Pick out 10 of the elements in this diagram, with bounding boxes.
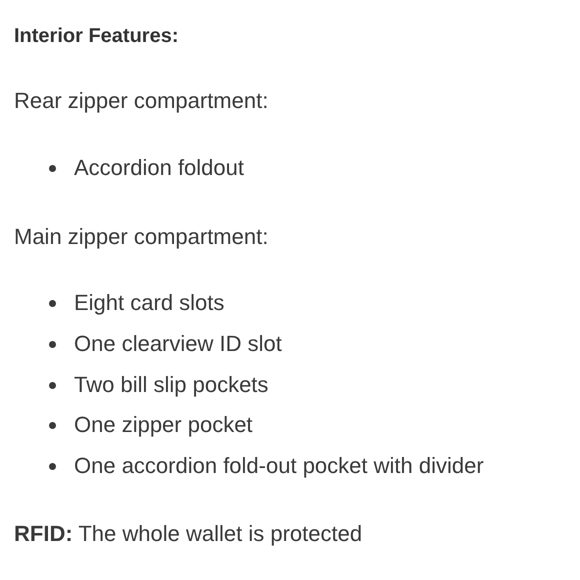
note-text: RFID: The whole wallet is protected	[14, 521, 362, 547]
list-item: One zipper pocket	[74, 412, 253, 438]
list-item: Accordion foldout	[74, 155, 244, 181]
section-heading: Main zipper compartment:	[14, 224, 268, 250]
list-item: One clearview ID slot	[74, 331, 282, 357]
section-heading: Rear zipper compartment:	[14, 88, 268, 114]
list-item: Eight card slots	[74, 290, 224, 316]
list-item: Two bill slip pockets	[74, 372, 268, 398]
heading: Interior Features:	[14, 24, 178, 49]
list-item: One accordion fold-out pocket with divider	[74, 453, 484, 479]
